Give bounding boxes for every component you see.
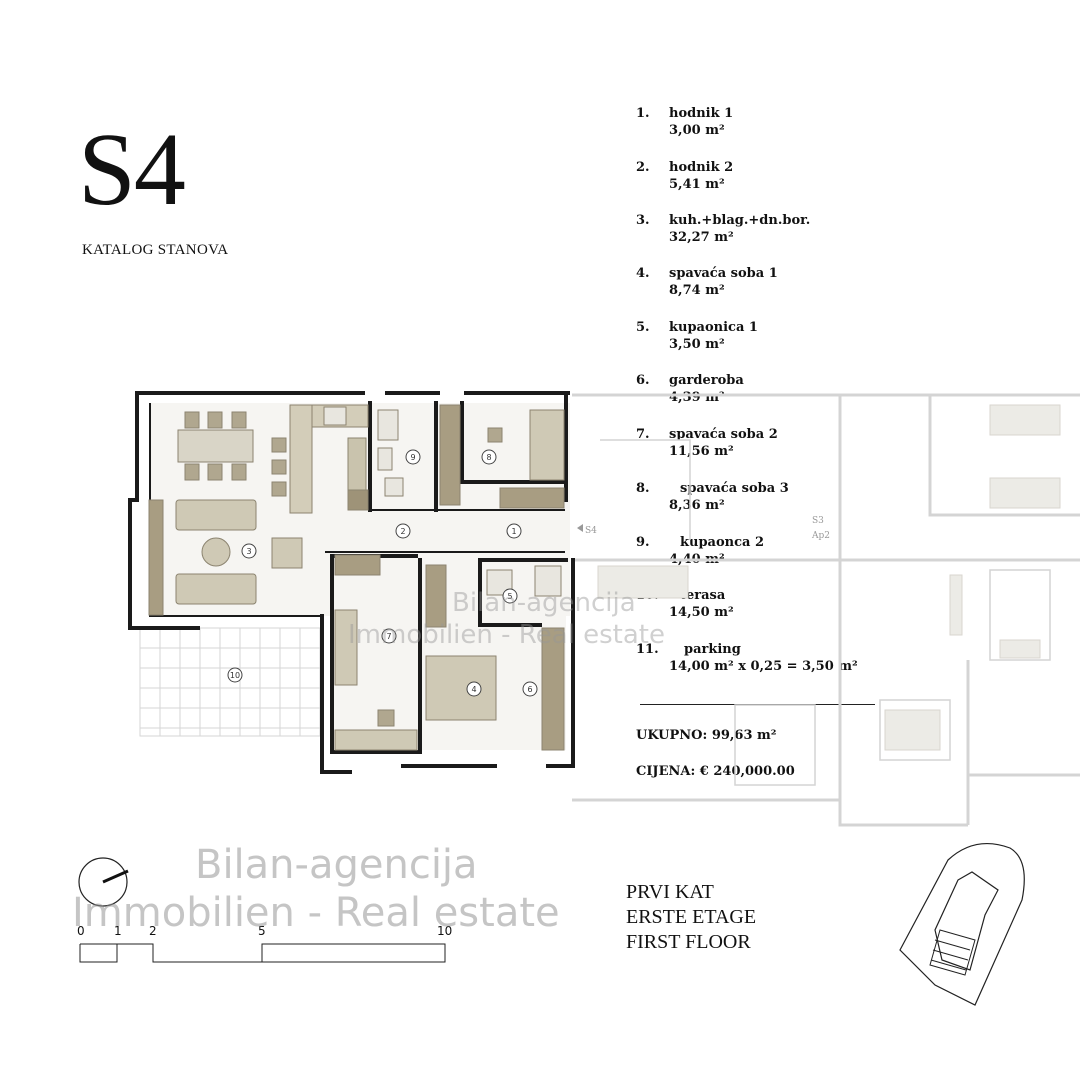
scale-bar-icon xyxy=(79,943,446,963)
room-area: 8,36 m² xyxy=(669,498,725,513)
marker-6: 6 xyxy=(527,685,532,694)
room-name: kupaonca 2 xyxy=(680,535,765,550)
sofa xyxy=(175,499,257,531)
wardrobe-7 xyxy=(334,554,381,576)
marker-9: 9 xyxy=(410,453,415,462)
floor-label-en: FIRST FLOOR xyxy=(626,931,751,953)
room-area: 3,00 m² xyxy=(669,123,725,138)
room-area: 5,41 m² xyxy=(669,177,725,192)
room-number: 1. xyxy=(636,106,650,121)
floor-label-de: ERSTE ETAGE xyxy=(626,906,757,928)
unit-title: S4 xyxy=(78,112,186,227)
watermark-agency: Bilan-agencija xyxy=(195,842,478,888)
room-number: 9. xyxy=(636,535,650,550)
room-name: garderoba xyxy=(669,373,744,388)
unit-tag-ap2: Ap2 xyxy=(811,531,830,541)
marker-10: 10 xyxy=(230,671,240,680)
room-number: 5. xyxy=(636,320,650,335)
room-area: 14,00 m² x 0,25 = 3,50 m² xyxy=(669,659,858,674)
marker-8: 8 xyxy=(486,453,491,462)
marker-2: 2 xyxy=(400,527,405,536)
room-area: 14,50 m² xyxy=(669,605,734,620)
totals-block: UKUPNO: 99,63 m² CIJENA: € 240,000.00 xyxy=(636,728,795,800)
room-number: 2. xyxy=(636,160,650,175)
coffee-table xyxy=(201,537,231,567)
room-number: 4. xyxy=(636,266,650,281)
total-area: UKUPNO: 99,63 m² xyxy=(636,728,777,743)
kitchen-counter xyxy=(289,404,313,514)
scale-tick-1: 1 xyxy=(114,924,122,938)
room-area: 11,56 m² xyxy=(669,444,734,459)
neighbor-apartment xyxy=(572,393,1080,827)
price: CIJENA: € 240,000.00 xyxy=(636,764,795,779)
room-name: hodnik 1 xyxy=(669,106,734,121)
room-name: kuh.+blag.+dn.bor. xyxy=(669,213,811,228)
scale-tick-2: 2 xyxy=(149,924,157,938)
room-area: 8,74 m² xyxy=(669,283,725,298)
compass-icon xyxy=(78,857,129,907)
room-number: 6. xyxy=(636,373,650,388)
interior-partitions xyxy=(149,403,565,617)
floor-label: PRVI KAT ERSTE ETAGE FIRST FLOOR xyxy=(626,880,756,955)
room-number: 11. xyxy=(636,642,659,657)
marker-5: 5 xyxy=(507,592,512,601)
catalog-subtitle: KATALOG STANOVA xyxy=(82,242,229,258)
room-number: 3. xyxy=(636,213,650,228)
scale-tick-10: 10 xyxy=(437,924,453,938)
unit-tags: S4 S3 Ap2 xyxy=(585,516,830,541)
tv-unit xyxy=(148,499,164,616)
room-marker-labels: 1 2 3 4 5 6 7 8 9 10 xyxy=(230,453,533,694)
terrace xyxy=(139,627,321,737)
room-name: spavaća soba 2 xyxy=(669,427,778,442)
wardrobe-4 xyxy=(425,564,447,628)
room-markers xyxy=(227,449,538,697)
scale-tick-5: 5 xyxy=(258,924,266,938)
unit-tag-s3: S3 xyxy=(812,516,824,526)
watermark-agency-small: Bilan-agencija xyxy=(452,588,636,618)
room-number: 7. xyxy=(636,427,650,442)
neighbor-furniture xyxy=(597,404,1061,751)
room-name: parking xyxy=(684,642,741,657)
room-name: terasa xyxy=(680,588,726,603)
entrance-arrow-icon xyxy=(577,524,583,532)
wardrobe-8 xyxy=(439,404,461,506)
scale-tick-0: 0 xyxy=(77,924,85,938)
furniture xyxy=(148,404,565,751)
floor-label-hr: PRVI KAT xyxy=(626,881,714,903)
marker-4: 4 xyxy=(471,685,476,694)
room-name: hodnik 2 xyxy=(669,160,734,175)
room-name: spavaća soba 1 xyxy=(669,266,778,281)
room-name: spavaća soba 3 xyxy=(680,481,789,496)
room-number: 8. xyxy=(636,481,650,496)
room-name: kupaonica 1 xyxy=(669,320,758,335)
dining-table xyxy=(177,429,254,463)
marker-3: 3 xyxy=(246,547,251,556)
room-area: 32,27 m² xyxy=(669,230,734,245)
marker-1: 1 xyxy=(511,527,516,536)
marker-7: 7 xyxy=(386,632,391,641)
bed-4 xyxy=(425,655,497,721)
watermark-tagline: Immobilien - Real estate xyxy=(72,890,560,936)
watermark-tagline-small: Immobilien - Real estate xyxy=(348,620,665,650)
room-area: 3,50 m² xyxy=(669,337,725,352)
unit-tag-s4: S4 xyxy=(585,526,597,536)
site-key-plan-icon xyxy=(899,842,1025,1006)
